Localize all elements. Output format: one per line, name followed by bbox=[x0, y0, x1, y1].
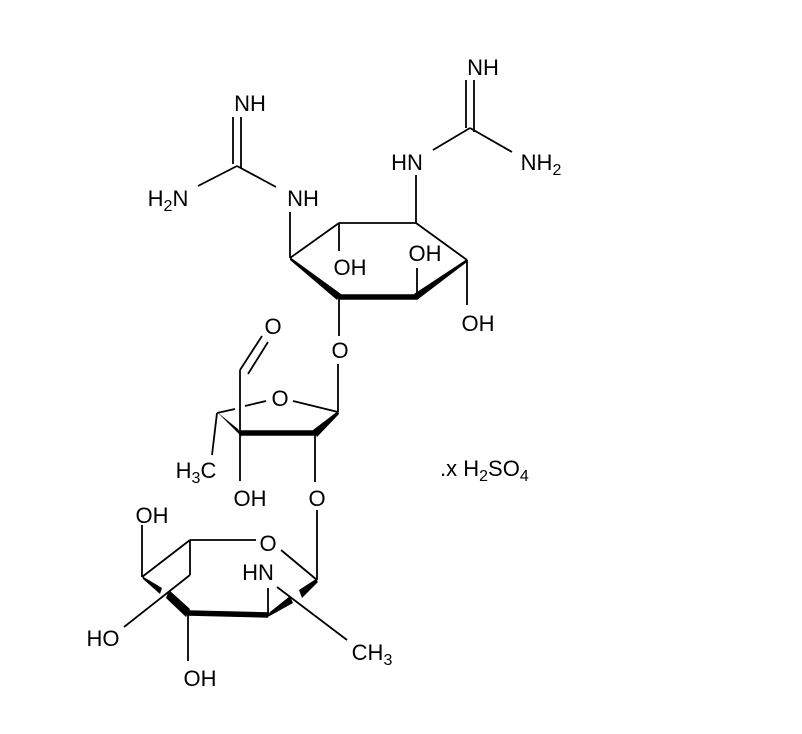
atom-labels: NH H2N NH NH HN NH2 OH OH OH O O O H3C O… bbox=[87, 55, 562, 691]
atom-oh: OH bbox=[462, 311, 495, 336]
bond bbox=[123, 574, 191, 628]
atom-o: O bbox=[259, 531, 276, 556]
wedge-bond bbox=[313, 411, 339, 437]
bond bbox=[292, 400, 339, 413]
bond bbox=[244, 400, 267, 407]
atom-ho: HO bbox=[87, 626, 120, 651]
atom-o: O bbox=[308, 486, 325, 511]
bond bbox=[432, 127, 471, 151]
wedge-bond bbox=[166, 590, 190, 617]
atom-oh: OH bbox=[136, 503, 169, 528]
atom-nh: NH bbox=[287, 186, 319, 211]
atom-oh: OH bbox=[409, 241, 442, 266]
double-bond bbox=[239, 335, 263, 371]
bond bbox=[280, 549, 318, 581]
atom-nh: NH bbox=[234, 91, 266, 116]
atom-ch3: CH3 bbox=[352, 640, 393, 669]
bond bbox=[197, 165, 238, 187]
wedge-bond bbox=[299, 579, 318, 598]
bond bbox=[276, 586, 348, 641]
wedge-bond bbox=[414, 259, 467, 300]
bond bbox=[236, 165, 277, 188]
atom-h3c: H3C bbox=[176, 458, 217, 487]
bond bbox=[469, 127, 513, 153]
atom-nh2: NH2 bbox=[521, 150, 562, 179]
atom-oh: OH bbox=[334, 255, 367, 280]
bond bbox=[211, 412, 218, 456]
bond bbox=[141, 539, 191, 578]
bond bbox=[289, 222, 340, 259]
wedge-bond bbox=[290, 257, 341, 300]
atom-hn: HN bbox=[391, 150, 423, 175]
atom-oh: OH bbox=[234, 486, 267, 511]
bold-bond bbox=[187, 610, 269, 618]
bond bbox=[415, 222, 468, 261]
atom-hn: HN bbox=[242, 560, 274, 585]
bonds bbox=[123, 80, 513, 661]
wedge-bond bbox=[266, 596, 293, 618]
double-bond bbox=[247, 341, 269, 375]
salt-formula: .x H2SO4 bbox=[440, 456, 529, 485]
atom-oh: OH bbox=[184, 666, 217, 691]
atom-o: O bbox=[271, 386, 288, 411]
atom-h2n: H2N bbox=[148, 186, 189, 215]
atom-o: O bbox=[264, 314, 281, 339]
wedge-bond bbox=[142, 576, 162, 594]
bond bbox=[216, 408, 236, 414]
atom-nh: NH bbox=[467, 55, 499, 80]
atom-o: O bbox=[331, 338, 348, 363]
wedge-bond bbox=[217, 412, 242, 437]
